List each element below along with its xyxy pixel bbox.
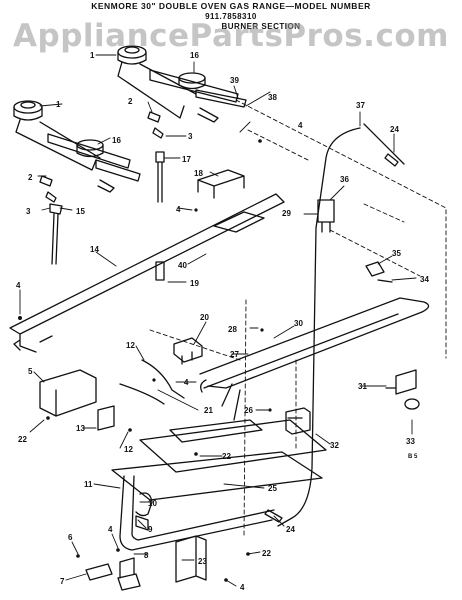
bracket-18 — [197, 169, 245, 199]
baffle-22-top — [169, 419, 263, 443]
callout-21: 21 — [204, 406, 213, 415]
callout-16: 16 — [112, 136, 121, 145]
model-number: 911.7858310 — [205, 12, 257, 21]
callout-16: 16 — [190, 51, 199, 60]
callout-12: 12 — [124, 445, 133, 454]
valve-29 — [317, 199, 335, 233]
lower-burner-assembly — [13, 100, 141, 193]
callout-6: 6 — [68, 533, 73, 542]
fasteners — [18, 139, 272, 582]
diagram-title: KENMORE 30" DOUBLE OVEN GAS RANGE—MODEL … — [91, 1, 371, 11]
callout-2: 2 — [28, 173, 33, 182]
callout-4: 4 — [184, 378, 189, 387]
callout-39: 39 — [230, 76, 239, 85]
callout-1: 1 — [56, 100, 61, 109]
callout-4: 4 — [298, 121, 303, 130]
valve-20 — [173, 337, 203, 365]
callout-12: 12 — [126, 341, 135, 350]
callout-30: 30 — [294, 319, 303, 328]
callout-1: 1 — [90, 51, 95, 60]
tube-21 — [141, 359, 185, 399]
callout-7: 7 — [60, 577, 65, 586]
callout-34: 34 — [420, 275, 429, 284]
callout-18: 18 — [194, 169, 203, 178]
leader-lines — [19, 54, 417, 587]
callout-10: 10 — [148, 499, 157, 508]
callout-4: 4 — [176, 205, 181, 214]
callout-33: 33 — [406, 437, 415, 446]
housing-5 — [39, 369, 97, 417]
ignitor-15 — [49, 203, 63, 265]
part-35 — [365, 261, 385, 277]
callout-5: 5 — [28, 367, 33, 376]
callout-bs: B 5 — [408, 454, 418, 460]
callout-14: 14 — [90, 245, 99, 254]
callout-22: 22 — [262, 549, 271, 558]
callout-29: 29 — [282, 209, 291, 218]
bracket-23 — [175, 535, 207, 583]
bracket-13 — [97, 405, 115, 431]
callout-13: 13 — [76, 424, 85, 433]
callout-37: 37 — [356, 101, 365, 110]
oven-burner-tube — [119, 475, 275, 551]
callout-17: 17 — [182, 155, 191, 164]
bracket-7 — [85, 563, 113, 581]
part-34 — [377, 279, 393, 283]
callout-23: 23 — [198, 557, 207, 566]
callout-2: 2 — [128, 97, 133, 106]
bracket-3-upper — [152, 127, 164, 139]
callout-15: 15 — [76, 207, 85, 216]
callout-3: 3 — [188, 132, 193, 141]
callout-27: 27 — [230, 350, 239, 359]
bracket-31-left — [285, 407, 311, 435]
tube-21-lower — [119, 383, 165, 405]
reference-lines — [149, 99, 447, 537]
burner-support-14 — [9, 193, 285, 353]
section-name: BURNER SECTION — [221, 22, 301, 31]
knob-33 — [404, 398, 420, 410]
callout-31: 31 — [358, 382, 367, 391]
callout-9: 9 — [148, 525, 153, 534]
callout-36: 36 — [340, 175, 349, 184]
callout-4: 4 — [16, 281, 21, 290]
callout-24: 24 — [286, 525, 295, 534]
callout-22: 22 — [222, 452, 231, 461]
callout-labels: 1 1 16 16 39 38 37 24 24 2 2 3 3 4 4 4 4… — [16, 51, 429, 592]
fitting-24-lower — [264, 509, 283, 523]
callout-19: 19 — [190, 279, 199, 288]
callout-24: 24 — [390, 125, 399, 134]
callout-3: 3 — [26, 207, 31, 216]
callout-11: 11 — [84, 480, 93, 489]
gas-line-upper-end — [363, 123, 405, 165]
callout-20: 20 — [200, 313, 209, 322]
baffle-22 — [139, 419, 327, 473]
callout-8: 8 — [144, 551, 149, 560]
clip-2-upper — [147, 111, 161, 123]
bracket-31-right — [385, 369, 417, 395]
callout-25: 25 — [268, 484, 277, 493]
baffle-25 — [111, 451, 323, 501]
callout-40: 40 — [178, 261, 187, 270]
clip-2-lower — [39, 175, 53, 187]
bracket-3-lower — [45, 191, 57, 203]
callout-26: 26 — [244, 406, 253, 415]
callout-22: 22 — [18, 435, 27, 444]
callout-4: 4 — [240, 583, 245, 592]
callout-35: 35 — [392, 249, 401, 258]
callout-38: 38 — [268, 93, 277, 102]
block-8 — [117, 557, 141, 591]
callout-28: 28 — [228, 325, 237, 334]
spacer-19 — [155, 261, 165, 281]
fitting-24-upper — [384, 153, 399, 167]
upper-burner-assembly — [117, 45, 247, 123]
bolt-17 — [155, 151, 165, 203]
callout-4: 4 — [108, 525, 113, 534]
callout-32: 32 — [330, 441, 339, 450]
gas-manifold-30 — [199, 297, 430, 421]
gas-line-37-32 — [277, 127, 361, 527]
